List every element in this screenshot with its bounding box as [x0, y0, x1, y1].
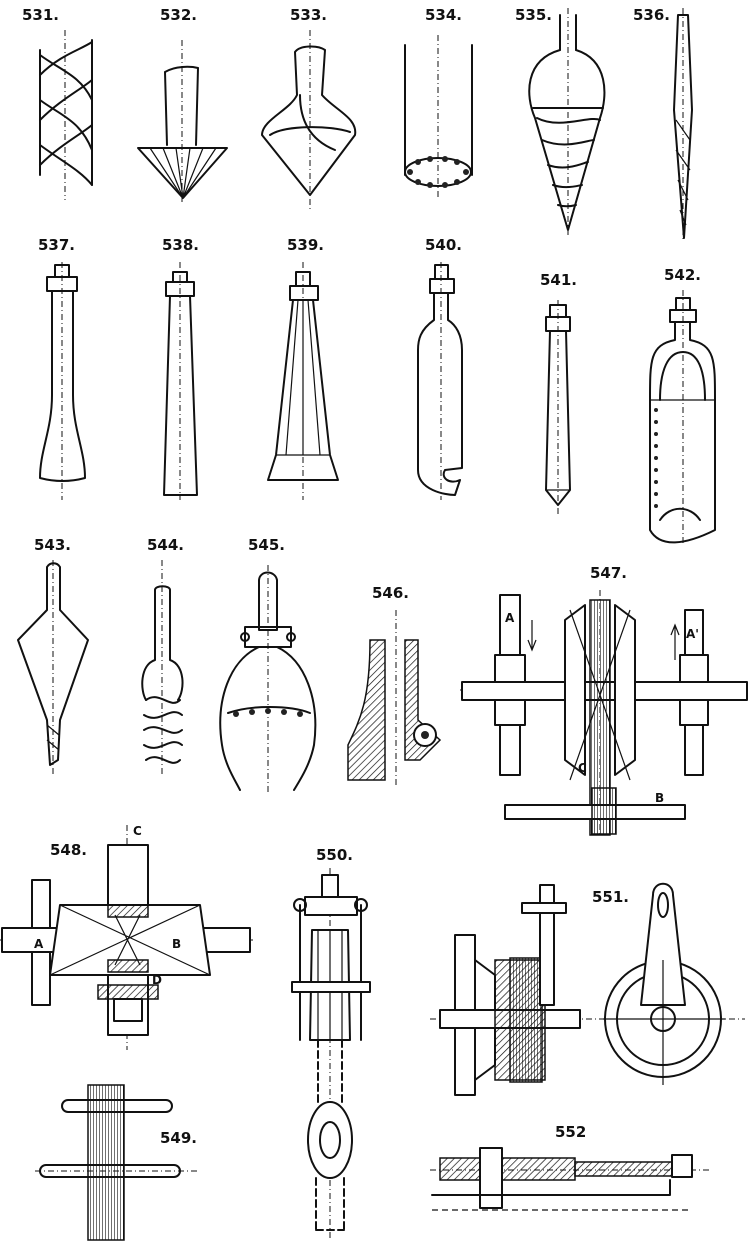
figure-label: 533.	[290, 6, 327, 24]
figure-535-spiral-auger: 535.	[515, 6, 606, 235]
figure-541-pointed-cutter: 541.	[540, 271, 577, 515]
figure-550-ratchet-mechanism: 551.	[430, 882, 745, 1096]
letter-B: B	[172, 937, 181, 951]
figure-label: 539.	[287, 236, 324, 254]
letter-B: B	[655, 791, 664, 805]
figure-label: 544.	[147, 536, 184, 554]
figure-label: 541.	[540, 271, 577, 289]
figure-533-rose-bit: 533.	[261, 6, 357, 210]
figure-536-gimlet: 536.	[633, 6, 693, 240]
figure-545-expanding-bit: 545.	[219, 536, 317, 795]
figure-531-twist-drill: 531.	[22, 6, 93, 200]
figure-label: 545.	[248, 536, 285, 554]
figure-546-cutter-section: 546.	[347, 584, 442, 785]
figure-label: 550.	[316, 846, 353, 864]
figure-label: 537.	[38, 236, 75, 254]
figure-540-shell-bit: 540.	[417, 236, 463, 500]
figure-label: 546.	[372, 584, 409, 602]
figure-532-countersink: 532.	[137, 6, 228, 205]
figure-label: 549.	[160, 1129, 197, 1147]
figure-543-spear-drill: 543.	[17, 536, 89, 775]
figure-548-bevel-gear-box: 548. C A B D	[0, 824, 255, 1050]
figure-538-tapered-cutter: 538.	[162, 236, 199, 500]
figure-label: 540.	[425, 236, 462, 254]
letter-C: C	[133, 824, 142, 838]
letter-C: C	[578, 761, 587, 775]
letter-A: A	[505, 611, 515, 625]
figure-539-fluted-reamer: 539.	[267, 236, 339, 500]
figure-label: 547.	[590, 564, 627, 582]
figure-534-tube-crown: 534.	[404, 6, 473, 200]
figure-label: 531.	[22, 6, 59, 24]
letter-A-prime: A'	[686, 627, 699, 641]
figure-label: 548.	[50, 841, 87, 859]
figure-542-perforated-shell: 542.	[649, 266, 716, 545]
letter-D: D	[152, 973, 162, 987]
figure-544-double-twist: 544.	[141, 536, 184, 775]
figure-label: 542.	[664, 266, 701, 284]
figure-549-spur-wheel: 549.	[35, 1084, 200, 1241]
figure-547-gear-drive: 547. A A' C B	[460, 564, 748, 836]
figure-551-pulley-block: 550.	[291, 846, 371, 1240]
figure-label: 534.	[425, 6, 462, 24]
figure-label: 536.	[633, 6, 670, 24]
figure-label: 552	[555, 1123, 586, 1141]
figure-552-screw-shaft: 552	[430, 1123, 710, 1211]
letter-A: A	[34, 937, 44, 951]
figure-label: 532.	[160, 6, 197, 24]
figure-label: 535.	[515, 6, 552, 24]
figure-label: 551.	[592, 888, 629, 906]
figure-label: 538.	[162, 236, 199, 254]
figure-label: 543.	[34, 536, 71, 554]
figure-537-flat-cutter: 537.	[38, 236, 86, 500]
